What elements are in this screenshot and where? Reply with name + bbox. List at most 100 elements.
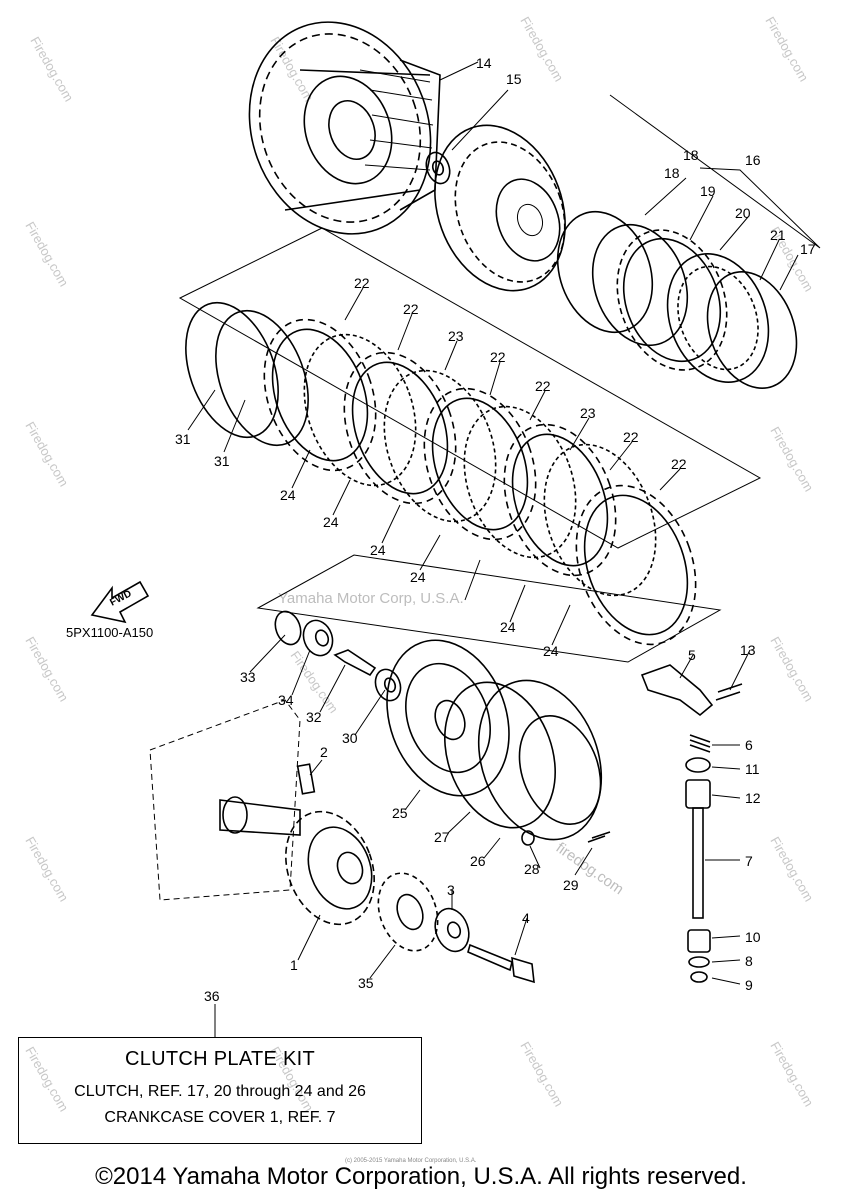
clutch-plate-26: [477, 679, 603, 841]
push-lever-shaft: [692, 807, 704, 919]
clutch-plate-3: [666, 253, 770, 383]
flange-bolt: [467, 943, 535, 984]
wire-ring: [556, 210, 654, 334]
callout-23: 23: [580, 405, 596, 421]
tiny-credit: (c) 2005-2015 Yamaha Motor Corporation, …: [345, 1158, 477, 1164]
wire-ring: [215, 309, 309, 447]
watermark-brand: Firedog.com: [767, 834, 816, 904]
callout-35: 35: [358, 975, 374, 991]
callout-24: 24: [370, 542, 386, 558]
callout-24: 24: [500, 619, 516, 635]
bush: [685, 779, 711, 809]
key: [296, 763, 316, 795]
callout-31: 31: [175, 431, 191, 447]
ball: [521, 830, 535, 846]
lock-washer: [274, 610, 302, 646]
callout-29: 29: [563, 877, 579, 893]
clutch-ring: [706, 271, 798, 389]
washer-lower: [688, 956, 710, 968]
push-rod: [333, 649, 377, 677]
callout-18: 18: [664, 165, 680, 181]
bearing: [374, 668, 402, 702]
callout-36: 36: [204, 988, 220, 1004]
diagram-code: 5PX1100-A150: [66, 625, 154, 640]
clutch-housing: [248, 21, 441, 235]
callout-9: 9: [745, 977, 753, 993]
callout-21: 21: [770, 227, 786, 243]
callout-27: 27: [434, 829, 450, 845]
spring: [689, 734, 711, 753]
friction-plate-2: [616, 229, 728, 371]
crankcase-section: [149, 699, 301, 901]
bush-lower: [687, 929, 711, 953]
watermark-brand: Firedog.com: [288, 648, 342, 716]
watermark-brand: Firedog.com: [517, 14, 566, 84]
callout-24: 24: [280, 487, 296, 503]
callout-22: 22: [490, 349, 506, 365]
cushion-ring: [591, 223, 689, 347]
callout-12: 12: [745, 790, 761, 806]
callout-2: 2: [320, 744, 328, 760]
callout-11: 11: [745, 761, 760, 777]
watermark-brand: Firedog.com: [22, 834, 71, 904]
watermark-brand: Firedog.com: [22, 634, 71, 704]
callout-10: 10: [745, 929, 761, 945]
watermark-brand: Firedog.com: [517, 1039, 566, 1109]
callout-17: 17: [800, 241, 816, 257]
clutch-boss: [434, 124, 566, 292]
callout-18: 18: [683, 147, 699, 163]
oil-seal: [685, 757, 711, 773]
callout-13: 13: [740, 642, 756, 658]
callout-5: 5: [688, 647, 696, 663]
wire-ring: [185, 301, 279, 439]
watermark-text: Yamaha Motor Corp, U.S.A.: [278, 590, 464, 607]
callout-7: 7: [745, 853, 753, 869]
callout-22: 22: [535, 378, 551, 394]
callout-24: 24: [410, 569, 426, 585]
watermark-brand: Firedog.com: [767, 1039, 816, 1109]
callout-6: 6: [745, 737, 753, 753]
nut: [302, 619, 334, 657]
leader-lines: [187, 61, 821, 1037]
callout-34: 34: [278, 692, 294, 708]
callout-4: 4: [522, 910, 530, 926]
kit-line-1: CLUTCH, REF. 17, 20 through 24 and 26: [74, 1083, 366, 1100]
washer: [434, 907, 470, 953]
callout-25: 25: [392, 805, 408, 821]
callout-1: 1: [290, 957, 298, 973]
bolt: [587, 831, 611, 843]
callout-23: 23: [448, 328, 464, 344]
drive-plate: [377, 872, 439, 952]
circlip: [690, 971, 708, 983]
kit-title: CLUTCH PLATE KIT: [124, 1048, 315, 1070]
kit-line-2: CRANKCASE COVER 1, REF. 7: [104, 1109, 336, 1126]
callout-3: 3: [447, 882, 455, 898]
push-lever: [640, 664, 743, 717]
callout-26: 26: [470, 853, 486, 869]
pressure-group-outline: [256, 554, 722, 663]
watermark-brand: Firedog.com: [767, 424, 816, 494]
watermark-layer: Firedog.com Firedog.com Firedog.com Fire…: [22, 14, 816, 1114]
callout-28: 28: [524, 861, 540, 877]
callout-33: 33: [240, 669, 256, 685]
callout-32: 32: [306, 709, 322, 725]
callouts: 14 15 16 17 18 18 19 20 21 22 22 22 22 2…: [175, 55, 816, 1004]
callout-8: 8: [745, 953, 753, 969]
watermark-brand: Firedog.com: [22, 419, 71, 489]
lock-washer: [425, 151, 451, 185]
callout-15: 15: [506, 71, 522, 87]
callout-16: 16: [745, 152, 761, 168]
callout-24: 24: [323, 514, 339, 530]
callout-22: 22: [671, 456, 687, 472]
callout-22: 22: [403, 301, 419, 317]
clutch-plate-kit-box: CLUTCH PLATE KIT CLUTCH, REF. 17, 20 thr…: [18, 1037, 422, 1144]
callout-14: 14: [476, 55, 492, 71]
watermark-brand: Firedog.com: [767, 634, 816, 704]
plate-stack: [263, 318, 697, 646]
callout-19: 19: [700, 183, 716, 199]
watermark-brand: Firedog.com: [762, 14, 811, 84]
pressure-plate: [386, 639, 510, 797]
callout-30: 30: [342, 730, 358, 746]
wire-ring: [444, 681, 556, 829]
